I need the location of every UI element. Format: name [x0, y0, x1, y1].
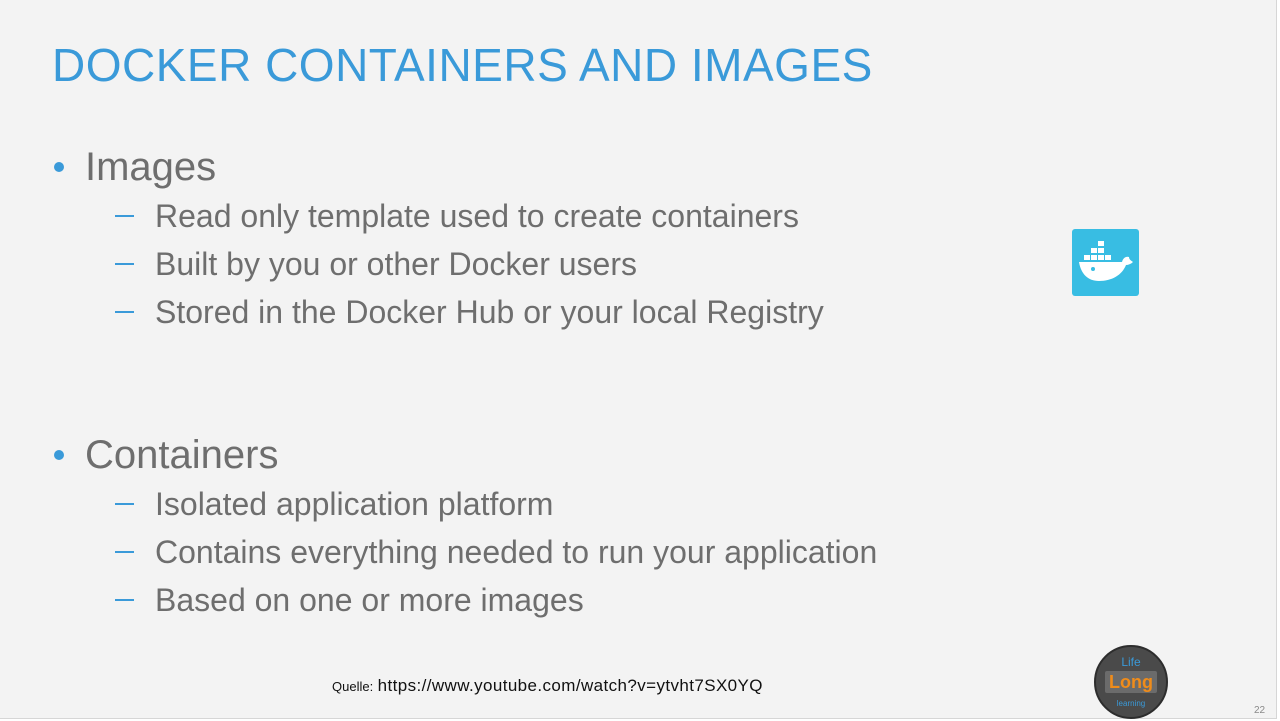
source-link[interactable]: https://www.youtube.com/watch?v=ytvht7SX… [377, 676, 763, 695]
dash-icon [115, 503, 134, 505]
list-item: Contains everything needed to run your a… [52, 528, 877, 576]
logo-text-bottom: learning [1116, 699, 1146, 708]
section-containers: Containers Isolated application platform… [52, 432, 877, 624]
list-item-text: Built by you or other Docker users [155, 245, 637, 282]
list-item-text: Stored in the Docker Hub or your local R… [155, 293, 824, 330]
list-item: Built by you or other Docker users [52, 240, 824, 288]
bullet-containers: Containers [52, 432, 877, 478]
sub-list: Read only template used to create contai… [52, 192, 824, 336]
slide-title: DOCKER CONTAINERS AND IMAGES [52, 39, 873, 91]
list-item-text: Contains everything needed to run your a… [155, 533, 878, 570]
bullet-images: Images [52, 144, 824, 190]
dash-icon [115, 311, 134, 313]
source-citation: Quelle: https://www.youtube.com/watch?v=… [332, 676, 763, 696]
lifelong-learning-logo: Life Long learning [1094, 645, 1168, 719]
docker-whale-icon [1072, 229, 1139, 296]
section-heading: Images [85, 144, 217, 189]
logo-text-middle: Long [1109, 672, 1153, 692]
list-item: Read only template used to create contai… [52, 192, 824, 240]
sub-list: Isolated application platform Contains e… [52, 480, 877, 624]
logo-text-middle-box: Long [1105, 671, 1157, 693]
bullet-dot-icon [54, 162, 64, 172]
page-number: 22 [1254, 705, 1266, 716]
list-item-text: Read only template used to create contai… [155, 197, 799, 234]
list-item: Isolated application platform [52, 480, 877, 528]
source-label: Quelle: [332, 679, 374, 694]
dash-icon [115, 551, 134, 553]
bullet-dot-icon [54, 450, 64, 460]
dash-icon [115, 599, 134, 601]
list-item-text: Based on one or more images [155, 581, 584, 618]
section-images: Images Read only template used to create… [52, 144, 824, 336]
list-item: Stored in the Docker Hub or your local R… [52, 288, 824, 336]
section-heading: Containers [85, 432, 279, 477]
list-item-text: Isolated application platform [155, 485, 554, 522]
list-item: Based on one or more images [52, 576, 877, 624]
dash-icon [115, 215, 134, 217]
logo-text-top: Life [1121, 655, 1141, 669]
dash-icon [115, 263, 134, 265]
